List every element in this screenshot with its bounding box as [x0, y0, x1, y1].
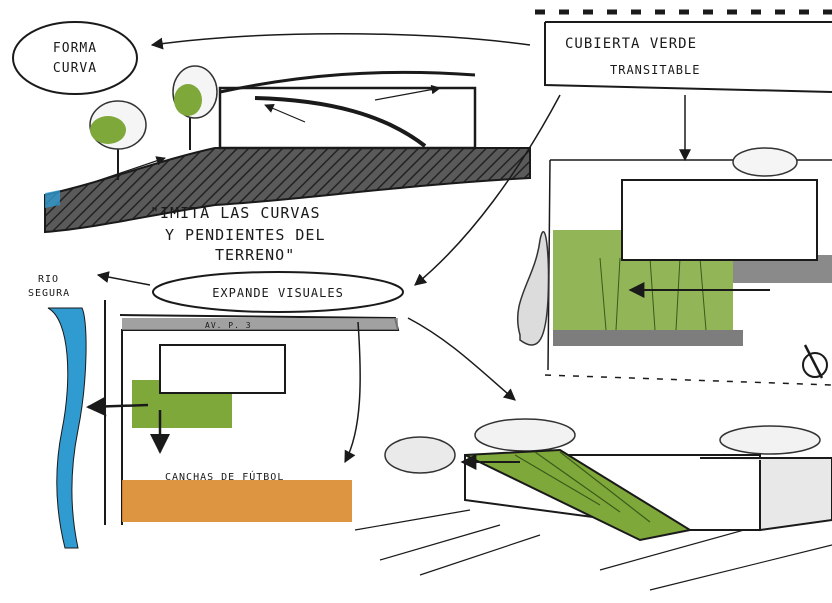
elevation-sketch	[516, 147, 832, 386]
cubierta-verde-box: CUBIERTA VERDE TRANSITABLE	[544, 21, 832, 93]
rio-line1: RIO	[38, 274, 59, 285]
imita-line3: TERRENO"	[215, 246, 295, 264]
arrow-to-perspective	[407, 317, 516, 401]
forma-curva-line2: CURVA	[53, 61, 97, 76]
arrow-to-expande	[414, 94, 561, 286]
perspective-sketch	[354, 418, 832, 591]
tree-middle	[172, 65, 218, 150]
arrow-to-canchas	[344, 321, 361, 464]
curved-building-section	[84, 70, 477, 186]
arrow-to-rio	[96, 271, 151, 286]
cubierta-line1: CUBIERTA VERDE	[565, 36, 697, 52]
forma-curva-bubble: FORMA CURVA	[12, 21, 138, 95]
expande-label: EXPANDE VISUALES	[212, 286, 344, 300]
rio-label: RIO SEGURA	[28, 274, 70, 299]
forma-curva-line1: FORMA	[53, 41, 97, 56]
north-arrow-icon	[802, 344, 828, 379]
expande-bubble: EXPANDE VISUALES	[152, 271, 404, 313]
canchas-label: CANCHAS DE FÚTBOL	[165, 470, 284, 483]
tree-left	[89, 100, 147, 180]
river	[47, 307, 87, 549]
imita-line2: Y PENDIENTES DEL	[165, 226, 326, 244]
rio-line2: SEGURA	[28, 288, 70, 299]
cubierta-line2: TRANSITABLE	[610, 63, 700, 77]
terrain-section	[44, 147, 531, 234]
arrow-to-forma-curva	[150, 33, 531, 50]
imita-quote: "IMITA LAS CURVAS Y PENDIENTES DEL TERRE…	[150, 204, 326, 264]
site-plan: AV. P. 3 CANCHAS DE FÚTBOL	[86, 300, 400, 525]
street-label: AV. P. 3	[205, 321, 252, 330]
imita-line1: "IMITA LAS CURVAS	[150, 204, 321, 222]
